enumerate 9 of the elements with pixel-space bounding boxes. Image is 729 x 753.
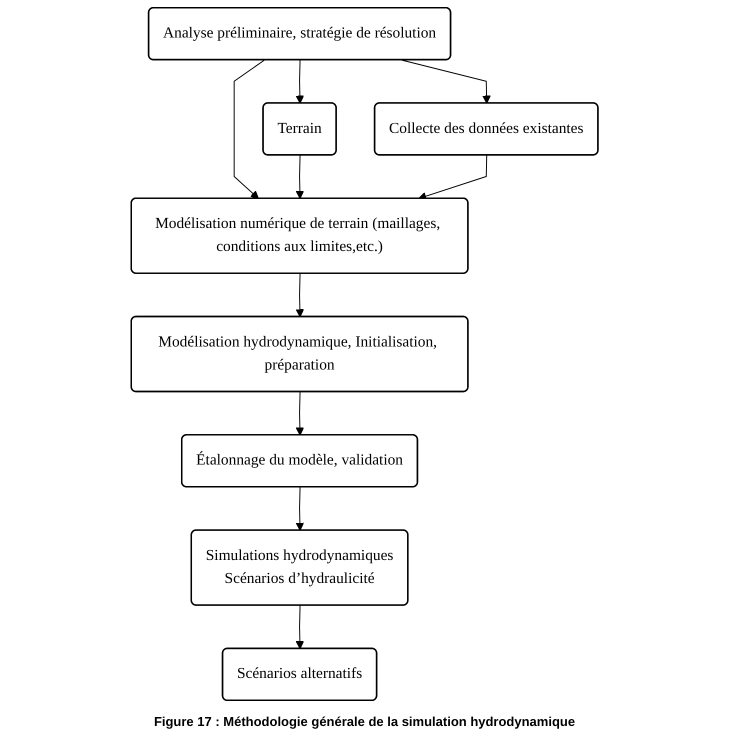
- arrow: [296, 392, 304, 436]
- arrow: [296, 273, 304, 318]
- figure-caption: Figure 17 : Méthodologie générale de la simulation hydrodynamique: [154, 714, 576, 729]
- arrow: [401, 60, 491, 104]
- arrow: [296, 60, 304, 104]
- arrow: [296, 605, 304, 650]
- arrow: [296, 154, 304, 200]
- arrow: [296, 486, 304, 531]
- arrow: [234, 60, 265, 200]
